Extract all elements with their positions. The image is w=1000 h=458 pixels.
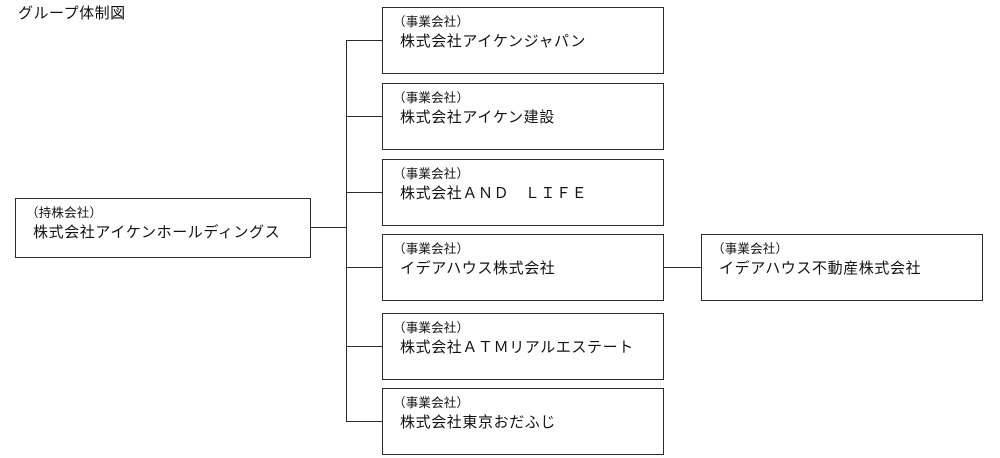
page-title: グループ体制図: [18, 6, 126, 22]
node-name-label: 株式会社ＡＴＭリアルエステート: [400, 340, 634, 356]
connector-trunk-vertical: [346, 40, 348, 422]
connector-trunk-to-subsidiary-6: [346, 421, 383, 423]
node-subsidiary-5: （事業会社） 株式会社ＡＴＭリアルエステート: [382, 313, 664, 380]
node-subsidiary-6: （事業会社） 株式会社東京おだふじ: [382, 388, 664, 455]
node-name-label: 株式会社東京おだふじ: [400, 415, 557, 431]
node-subsidiary-3: （事業会社） 株式会社ＡＮＤ ＬＩＦＥ: [382, 159, 664, 226]
connector-trunk-to-subsidiary-1: [346, 40, 383, 42]
node-kind-label: （事業会社）: [393, 15, 470, 29]
node-name-label: 株式会社アイケンホールディングス: [33, 225, 281, 241]
node-kind-label: （持株会社）: [26, 206, 103, 220]
connector-trunk-to-subsidiary-2: [346, 116, 383, 118]
connector-subsidiary-4-to-grandchild: [664, 267, 702, 269]
node-grandchild-1: （事業会社） イデアハウス不動産株式会社: [701, 234, 983, 301]
node-name-label: 株式会社アイケンジャパン: [400, 34, 587, 50]
node-name-label: 株式会社アイケン建設: [400, 110, 555, 126]
node-subsidiary-1: （事業会社） 株式会社アイケンジャパン: [382, 7, 664, 74]
node-name-label: イデアハウス株式会社: [400, 261, 556, 277]
node-kind-label: （事業会社）: [712, 242, 789, 256]
node-subsidiary-2: （事業会社） 株式会社アイケン建設: [382, 83, 664, 150]
node-name-label: イデアハウス不動産株式会社: [719, 261, 922, 277]
node-kind-label: （事業会社）: [393, 167, 470, 181]
connector-trunk-to-subsidiary-4: [346, 267, 383, 269]
node-kind-label: （事業会社）: [393, 396, 470, 410]
node-subsidiary-4: （事業会社） イデアハウス株式会社: [382, 234, 664, 301]
node-kind-label: （事業会社）: [393, 91, 470, 105]
connector-trunk-to-subsidiary-5: [346, 346, 383, 348]
node-kind-label: （事業会社）: [393, 321, 470, 335]
node-holding-company: （持株会社） 株式会社アイケンホールディングス: [15, 198, 311, 258]
connector-trunk-to-subsidiary-3: [346, 192, 383, 194]
node-kind-label: （事業会社）: [393, 242, 470, 256]
connector-holding-to-trunk: [310, 227, 347, 229]
node-name-label: 株式会社ＡＮＤ ＬＩＦＥ: [400, 186, 588, 202]
